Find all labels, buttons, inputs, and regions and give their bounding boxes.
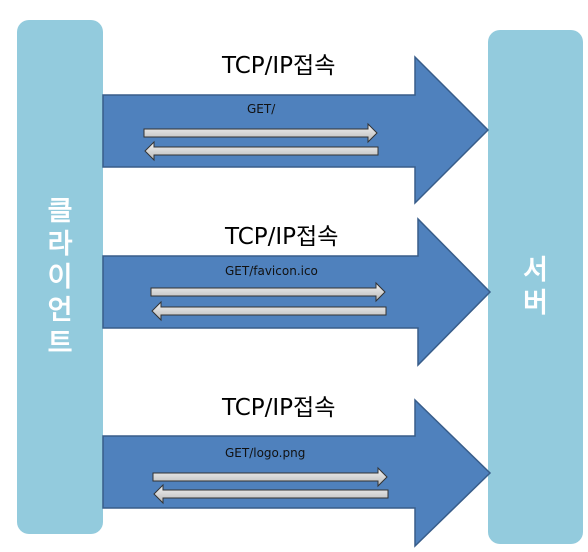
connection-title-2: TCP/IP접속 [225,224,339,250]
client-label-char: 라 [47,228,73,260]
connection-arrow-2 [102,217,492,367]
server-label-char: 버 [523,288,548,319]
connection-title-1: TCP/IP접속 [222,53,336,79]
client-box: 클 라 이 언 트 [17,20,103,534]
connection-title-3: TCP/IP접속 [222,395,336,421]
connection-arrow-3 [102,398,492,548]
client-label-char: 트 [47,327,73,359]
request-label-2: GET/favicon.ico [225,264,318,278]
client-label-char: 언 [47,294,73,326]
request-label-3: GET/logo.png [225,446,306,460]
server-label-char: 서 [523,255,548,286]
client-label-char: 클 [47,195,73,227]
request-label-1: GET/ [247,102,276,116]
server-box: 서 버 [488,30,583,544]
client-label-char: 이 [47,261,73,293]
connection-arrow-1 [102,55,490,205]
